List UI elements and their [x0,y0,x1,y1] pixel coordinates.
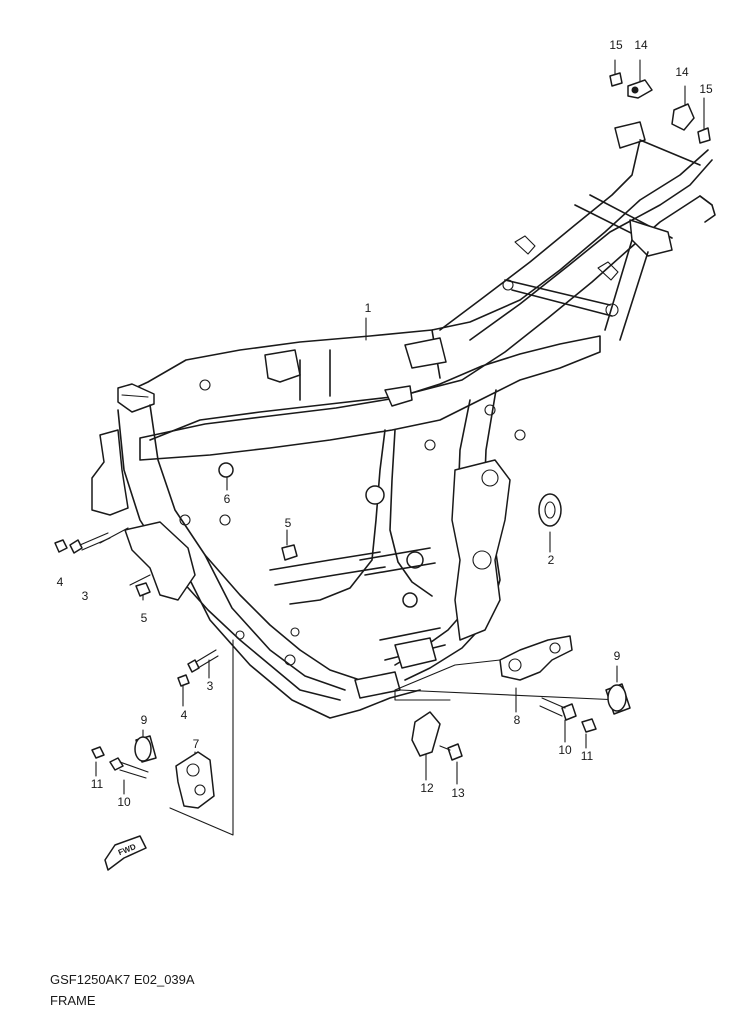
callout-3b: 3 [207,679,214,693]
callout-2: 2 [548,553,555,567]
callout-6: 6 [224,492,231,506]
callout-11a: 11 [581,749,594,763]
hardware-parts [54,72,711,809]
callout-9b: 9 [141,713,148,727]
callout-4a: 4 [57,575,64,589]
callout-15a: 15 [609,38,623,52]
callout-8: 8 [514,713,521,727]
callout-1: 1 [365,301,372,315]
frame-assembly [91,121,716,719]
callout-3a: 3 [82,589,89,603]
callout-14a: 14 [634,38,648,52]
callout-15b: 15 [699,82,713,96]
callout-9a: 9 [614,649,621,663]
callout-10b: 10 [117,795,131,809]
diagram-code: GSF1250AK7 E02_039A [50,972,195,987]
callout-5a: 5 [285,516,292,530]
callout-5b: 5 [141,611,148,625]
callout-12: 12 [420,781,434,795]
callout-7: 7 [193,737,200,751]
fwd-arrow-icon: FWD [104,835,147,871]
leader-lines [95,59,705,836]
callout-11b: 11 [91,777,104,791]
callout-labels: 1 2 3 3 4 4 5 5 6 7 8 9 9 10 10 11 11 12… [57,38,713,809]
callout-4b: 4 [181,708,188,722]
diagram-title: FRAME [50,993,96,1008]
callout-10a: 10 [558,743,572,757]
callout-14b: 14 [675,65,689,79]
callout-13: 13 [451,786,465,800]
